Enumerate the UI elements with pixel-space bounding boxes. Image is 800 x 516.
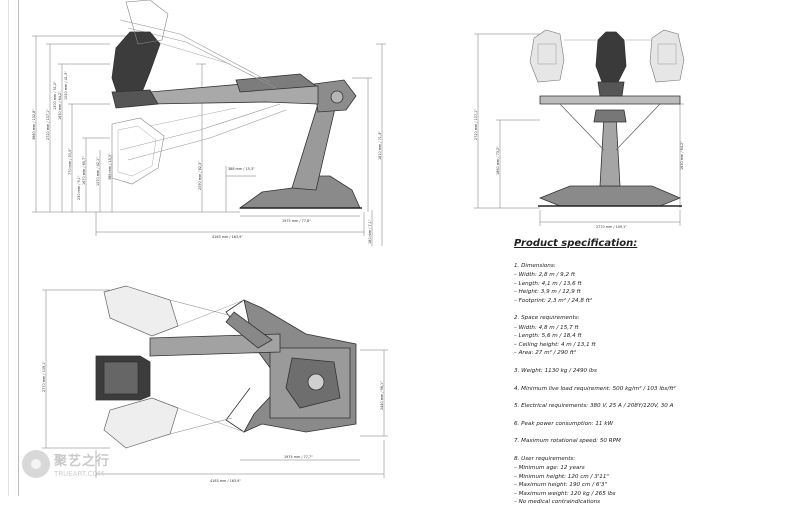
dim-top-length: 4163 mm / 163,9" bbox=[210, 479, 241, 483]
front-base bbox=[538, 185, 682, 207]
dim-side-e: 1670 mm / 65,7" bbox=[82, 156, 86, 185]
dim-top-base: 1974 mm / 77,7" bbox=[284, 455, 313, 459]
spec-title: Product specification: bbox=[514, 238, 638, 249]
spec-line: – Footprint: 2,3 m² / 24,8 ft² bbox=[514, 297, 593, 304]
side-view-dimension-labels: 3880 mm / 152,8" 2720 mm / 107,1" 1630 m… bbox=[32, 71, 382, 244]
spec-line: 3. Weight: 1130 kg / 2490 lbs bbox=[514, 367, 597, 374]
sheet-border-inner bbox=[8, 0, 9, 496]
spec-line: – Maximum weight: 120 kg / 265 lbs bbox=[514, 490, 616, 497]
dim-side-h: 388 mm / 15,3" bbox=[108, 153, 112, 180]
spec-line: 8. User requirements: bbox=[514, 455, 576, 462]
spec-group-power: 6. Peak power consumption: 11 kW bbox=[514, 420, 784, 429]
dim-side-small: 180 mm / 7,1" bbox=[368, 219, 372, 244]
watermark-text: 聚艺之行 bbox=[54, 454, 111, 469]
top-view-dimension-lines bbox=[42, 289, 388, 478]
dim-side-i: 2090 mm / 82,3" bbox=[198, 161, 202, 190]
spec-line: – Area: 27 m² / 290 ft² bbox=[514, 350, 577, 357]
dim-side-a: 1630 mm / 64,2" bbox=[58, 91, 62, 120]
top-seat-upper bbox=[103, 285, 179, 337]
side-view-dimension-lines bbox=[32, 35, 386, 246]
spec-line: – No medical contraindications bbox=[514, 499, 601, 506]
dim-front-width: 2770 mm / 109,1" bbox=[596, 225, 627, 229]
spec-line: – Width: 2,8 m / 9,2 ft bbox=[514, 272, 576, 279]
spec-line: – Height: 3,9 m / 12,9 ft bbox=[514, 289, 581, 296]
dim-side-d: 1050 mm / 41,3" bbox=[64, 71, 68, 100]
top-view-dimension-labels: 2770 mm / 109,1" 2440 mm / 96,1" 1974 mm… bbox=[42, 361, 384, 483]
top-view-drawing bbox=[42, 285, 388, 478]
spec-line: 4. Minimum live load requirement: 500 kg… bbox=[514, 385, 676, 392]
watermark-logo-icon bbox=[22, 450, 50, 478]
technical-drawing-sheet: 3880 mm / 152,8" 2720 mm / 107,1" 1630 m… bbox=[8, 0, 685, 505]
front-seat-left bbox=[529, 29, 565, 83]
dim-top-right: 2440 mm / 96,1" bbox=[380, 381, 384, 410]
spec-group-electrical: 5. Electrical requirements: 380 V, 25 A … bbox=[514, 402, 784, 411]
spec-group-live-load: 4. Minimum live load requirement: 500 kg… bbox=[514, 385, 784, 394]
spec-line: 5. Electrical requirements: 380 V, 25 A … bbox=[514, 403, 674, 410]
spec-line: – Length: 5,6 m / 18,4 ft bbox=[514, 333, 582, 340]
dim-side-top: 2720 mm / 107,1" bbox=[46, 109, 50, 140]
spec-line: – Maximum height: 190 cm / 6'3" bbox=[514, 482, 608, 489]
front-view-dimension-labels: 2720 mm / 107,1" 1860 mm / 73,2" 1630 mm… bbox=[474, 109, 684, 229]
dim-side-f: 230 mm / 9,1" bbox=[77, 175, 81, 200]
dim-front-height: 2720 mm / 107,1" bbox=[474, 109, 478, 140]
top-seat-lower bbox=[103, 397, 179, 449]
dim-side-length: 4163 mm / 163,9" bbox=[212, 235, 243, 239]
spec-line: 1. Dimensions: bbox=[514, 263, 556, 269]
dim-side-total-height: 3880 mm / 152,8" bbox=[32, 109, 36, 140]
spec-group-speed: 7. Maximum rotational speed: 50 RPM bbox=[514, 437, 784, 446]
spec-group-weight: 3. Weight: 1130 kg / 2490 lbs bbox=[514, 367, 784, 376]
dim-front-b: 1630 mm / 64,2" bbox=[680, 141, 684, 170]
front-column bbox=[599, 115, 621, 187]
spec-line: – Minimum age: 12 years bbox=[514, 465, 585, 471]
sheet-border bbox=[18, 0, 19, 496]
spec-group-dimensions: 1. Dimensions: – Width: 2,8 m / 9,2 ft –… bbox=[514, 262, 784, 305]
spec-line: 7. Maximum rotational speed: 50 RPM bbox=[514, 438, 621, 445]
front-seat-right bbox=[649, 29, 685, 83]
dim-side-h2: 388 mm / 15,3" bbox=[228, 167, 255, 171]
spec-line: 6. Peak power consumption: 11 kW bbox=[514, 420, 613, 427]
spec-line: – Minimum height: 120 cm / 3'11" bbox=[514, 473, 609, 480]
watermark-subtext: TRUEART.COM bbox=[54, 470, 104, 478]
dim-top-width: 2770 mm / 109,1" bbox=[42, 361, 46, 392]
dim-side-c: 770 mm / 30,3" bbox=[68, 148, 72, 175]
dim-side-g: 1070 mm / 42,1" bbox=[96, 157, 100, 186]
side-view-drawing bbox=[32, 0, 386, 246]
spec-group-space: 2. Space requirements: – Width: 4,8 m / … bbox=[514, 314, 784, 357]
spec-line: – Ceiling height: 4 m / 13,1 ft bbox=[514, 341, 596, 348]
spec-group-user: 8. User requirements: – Minimum age: 12 … bbox=[514, 455, 784, 507]
dim-side-b: 1300 mm / 51,2" bbox=[53, 81, 57, 110]
dim-side-base: 1975 mm / 77,8" bbox=[282, 219, 311, 223]
drawing-canvas: 3880 mm / 152,8" 2720 mm / 107,1" 1630 m… bbox=[32, 0, 685, 483]
spec-line: – Width: 4,8 m / 15,7 ft bbox=[514, 324, 579, 331]
dim-side-j: 1810 mm / 71,3" bbox=[378, 131, 382, 160]
front-view-drawing bbox=[474, 29, 685, 226]
product-specification: Product specification: 1. Dimensions: – … bbox=[514, 238, 784, 516]
spec-line: – Length: 4,1 m / 13,6 ft bbox=[514, 280, 582, 287]
spec-line: 2. Space requirements: bbox=[514, 315, 580, 322]
dim-front-a: 1860 mm / 73,2" bbox=[496, 146, 500, 175]
watermark: 聚艺之行 TRUEART.COM bbox=[22, 448, 132, 484]
front-seat-center bbox=[595, 31, 627, 83]
